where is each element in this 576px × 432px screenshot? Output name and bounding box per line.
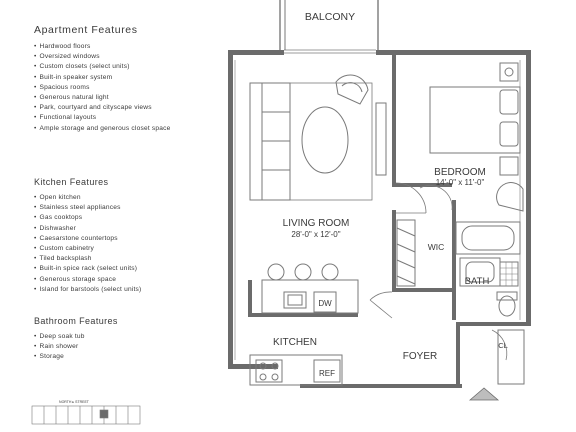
- bedroom-label: BEDROOM: [434, 167, 486, 178]
- kitchen-label: KITCHEN: [273, 337, 317, 348]
- outer-walls: [228, 50, 531, 388]
- closet: [497, 329, 525, 385]
- feature-item: Functional layouts: [34, 113, 234, 123]
- bath-label: BATH: [465, 276, 490, 287]
- bathroom-features: Bathroom Features Deep soak tub Rain sho…: [34, 316, 234, 363]
- bedroom-dims: 14'-0" x 11'-0": [436, 178, 485, 187]
- wic-label: WIC: [428, 242, 445, 252]
- feature-item: Park, courtyard and cityscape views: [34, 103, 234, 113]
- feature-item: Gas cooktops: [34, 213, 234, 223]
- feature-item: Generous natural light: [34, 93, 234, 103]
- feature-item: Deep soak tub: [34, 332, 234, 342]
- feature-item: Oversized windows: [34, 52, 234, 62]
- bathroom-features-list: Deep soak tub Rain shower Storage: [34, 332, 234, 363]
- tv-console: [375, 102, 387, 176]
- kitchen-counter: [261, 279, 359, 314]
- feature-item: Island for barstools (select units): [34, 285, 234, 295]
- feature-item: Open kitchen: [34, 193, 234, 203]
- lamp-icon: [504, 67, 514, 77]
- feature-item: Dishwasher: [34, 224, 234, 234]
- apartment-features-title: Apartment Features: [34, 24, 138, 36]
- armchair: [335, 74, 369, 105]
- rug: [261, 82, 373, 201]
- key-plan: [31, 405, 141, 425]
- wic-shelving: [396, 219, 416, 287]
- foyer-label: FOYER: [403, 351, 437, 362]
- barstools: [267, 263, 339, 281]
- door-swings: [369, 182, 508, 361]
- key-plan-street-label: NORTH ▸ STREET: [59, 400, 90, 404]
- kitchen-features-title: Kitchen Features: [34, 177, 109, 187]
- coffee-table: [301, 106, 349, 174]
- bed: [429, 86, 521, 154]
- kitchen-lower-counter: [249, 354, 343, 386]
- bathtub: [455, 221, 521, 255]
- sofa: [249, 82, 291, 201]
- nightstand: [499, 62, 519, 82]
- living-room-dims: 28'-0" x 12'-0": [291, 230, 340, 239]
- feature-item: Hardwood floors: [34, 42, 234, 52]
- feature-item: Tiled backsplash: [34, 254, 234, 264]
- closet-label: CL: [498, 341, 508, 350]
- feature-item: Custom cabinetry: [34, 244, 234, 254]
- kitchen-features: Kitchen Features Open kitchen Stainless …: [34, 177, 234, 295]
- feature-item: Caesarstone countertops: [34, 234, 234, 244]
- dw-label: DW: [318, 299, 332, 308]
- north-arrow-icon: [468, 387, 500, 401]
- feature-item: Built-in speaker system: [34, 73, 234, 83]
- bathroom-features-title: Bathroom Features: [34, 316, 118, 326]
- feature-item: Generous storage space: [34, 275, 234, 285]
- apartment-features-list: Hardwood floors Oversized windows Custom…: [34, 42, 234, 134]
- balcony: [279, 0, 379, 50]
- bedroom-chair: [496, 182, 524, 212]
- feature-item: Rain shower: [34, 342, 234, 352]
- apartment-features: Apartment Features Hardwood floors Overs…: [34, 24, 234, 134]
- living-room-label: LIVING ROOM: [283, 218, 350, 229]
- feature-item: Spacious rooms: [34, 83, 234, 93]
- kitchen-features-list: Open kitchen Stainless steel appliances …: [34, 193, 234, 295]
- interior-walls: [248, 55, 456, 320]
- toilet: [496, 291, 518, 317]
- ref-label: REF: [319, 369, 335, 378]
- feature-item: Built-in spice rack (select units): [34, 264, 234, 274]
- feature-item: Stainless steel appliances: [34, 203, 234, 213]
- feature-item: Storage: [34, 352, 234, 362]
- feature-item: Custom closets (select units): [34, 62, 234, 72]
- feature-item: Ample storage and generous closet space: [34, 124, 234, 134]
- balcony-label: BALCONY: [305, 11, 355, 23]
- windows: [234, 60, 521, 360]
- nightstand: [499, 156, 519, 176]
